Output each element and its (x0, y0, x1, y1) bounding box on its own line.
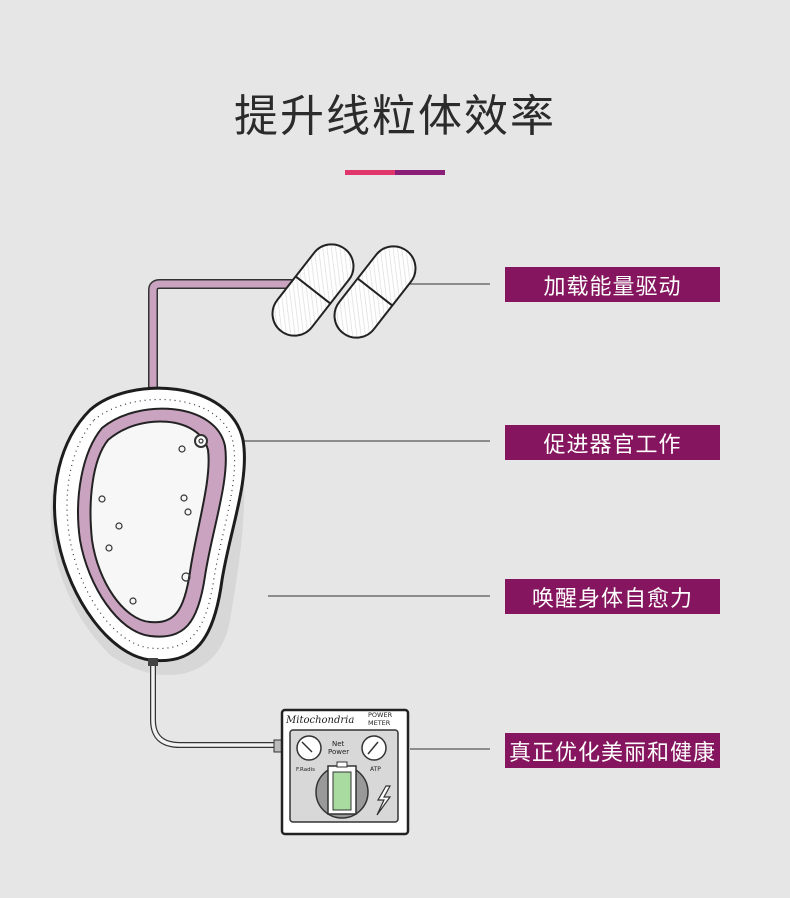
meter-title-line1: POWER (368, 711, 393, 719)
meter-center-label-line1: Net (332, 740, 345, 748)
label-self-healing-text: 唤醒身体自愈力 (532, 581, 693, 613)
label-organ-function: 促进器官工作 (505, 425, 720, 460)
meter-brand: Mitochondria (285, 715, 354, 726)
meter-center-label-line2: Power (328, 748, 349, 756)
meter-title-line2: METER (368, 719, 391, 727)
label-organ-function-text: 促进器官工作 (543, 427, 681, 459)
tube-connector (148, 658, 158, 666)
label-beauty-health: 真正优化美丽和健康 (505, 733, 720, 768)
label-energy-drive-text: 加载能量驱动 (543, 269, 681, 301)
label-beauty-health-text: 真正优化美丽和健康 (509, 735, 716, 767)
meter-left-gauge-label: F.Radis (296, 767, 315, 773)
meter-right-gauge-label: ATP (370, 766, 381, 773)
label-energy-drive: 加载能量驱动 (505, 267, 720, 302)
label-self-healing: 唤醒身体自愈力 (505, 579, 720, 614)
power-meter (274, 710, 408, 834)
